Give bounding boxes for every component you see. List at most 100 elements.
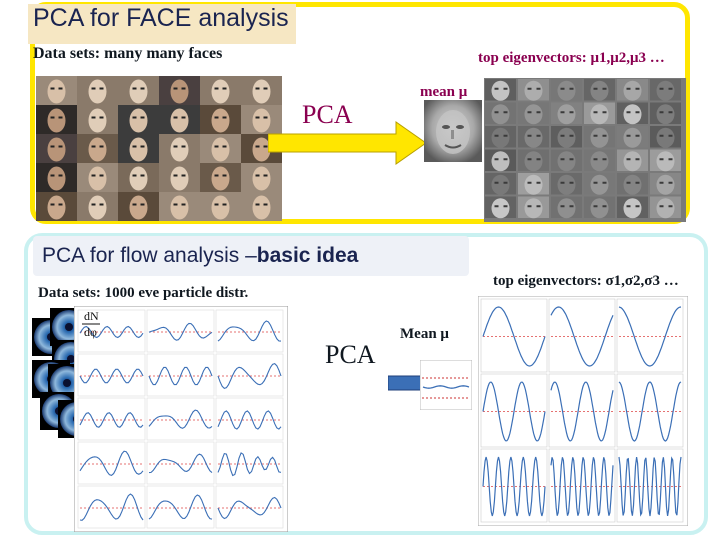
eigenface-shape (524, 174, 543, 195)
face-eye (263, 203, 268, 206)
face-shape (170, 195, 189, 220)
title-box (28, 4, 296, 44)
eigenface-eye (569, 87, 574, 90)
distribution-cell (215, 441, 284, 485)
face-top-eigenvectors-label: top eigenvectors: μ1,μ2,μ3 … (478, 50, 665, 66)
eigenface-eye (635, 87, 640, 90)
face-eye (132, 116, 137, 119)
event-core (63, 379, 71, 387)
distribution-curve (217, 452, 282, 477)
face-eye (91, 174, 96, 177)
eigenface-eye (494, 205, 499, 208)
face-eye (173, 116, 178, 119)
eigenface-eye (626, 181, 631, 184)
face-shape (47, 79, 66, 104)
eigenface-eye (536, 181, 541, 184)
eigenvector-curve (618, 306, 682, 367)
eigenface-shape (590, 198, 609, 219)
eigenface-shape (590, 151, 609, 172)
face-mean-label: mean μ (420, 84, 468, 100)
face-eye (140, 145, 145, 148)
face-eye (58, 174, 63, 177)
face-eye (50, 116, 55, 119)
face-eye (181, 174, 186, 177)
distribution-curve (217, 362, 282, 390)
eigenface-eye (635, 134, 640, 137)
distribution-curve (148, 453, 213, 474)
face-eye (140, 174, 145, 177)
distribution-curve (79, 412, 144, 428)
distribution-cell (146, 353, 215, 397)
eigenface-eye (668, 181, 673, 184)
eigenface-shape (656, 174, 675, 195)
eigenface-eye (560, 134, 565, 137)
eigenface-eye (626, 134, 631, 137)
eigenface-eye (503, 158, 508, 161)
eigenface-shape (491, 151, 510, 172)
eigenface-eye (536, 158, 541, 161)
eigenface-eye (527, 158, 532, 161)
eigenvector-curve (550, 306, 614, 367)
face-eye (91, 87, 96, 90)
face-eye (50, 87, 55, 90)
distribution-cell (77, 485, 146, 529)
eigenface-shape (623, 80, 642, 101)
face-shape (129, 166, 148, 191)
eigenface-eye (635, 205, 640, 208)
eigenface-eye (569, 111, 574, 114)
eigenface-eye (593, 181, 598, 184)
distribution-curve (79, 493, 144, 521)
flow-title-prefix: PCA for flow analysis – (42, 244, 257, 267)
distribution-curve (79, 325, 144, 339)
face-eye (99, 174, 104, 177)
eigenvector-curve (482, 456, 546, 517)
eigenface-shape (590, 127, 609, 148)
face-shape (129, 195, 148, 220)
eigenface-shape (656, 198, 675, 219)
eigenface-shape (557, 104, 576, 125)
eigenvector-cell (548, 448, 616, 523)
face-shape (170, 108, 189, 133)
eigenvector-cell (616, 298, 684, 373)
face-eye (58, 145, 63, 148)
eigenface-shape (656, 80, 675, 101)
eigenface-eye (503, 205, 508, 208)
face-eye (173, 203, 178, 206)
face-eye (222, 174, 227, 177)
eigenvector-curve (550, 457, 614, 516)
eigenface-eye (560, 181, 565, 184)
face-eye (140, 116, 145, 119)
face-eye (99, 116, 104, 119)
eigenface-eye (659, 181, 664, 184)
eigenface-eye (602, 87, 607, 90)
eigenface-eye (635, 158, 640, 161)
eigenvector-curve (482, 306, 546, 367)
face-shape (170, 79, 189, 104)
eigenface-shape (623, 127, 642, 148)
eigenface-eye (536, 87, 541, 90)
face-eye (255, 203, 260, 206)
face-eye (132, 87, 137, 90)
distribution-cell (77, 397, 146, 441)
face-eye (50, 174, 55, 177)
eigenface-shape (557, 127, 576, 148)
eigenface-shape (491, 198, 510, 219)
face-dataset-mosaic (36, 76, 282, 221)
face-shape (47, 166, 66, 191)
face-eye (222, 203, 227, 206)
face-eye (140, 87, 145, 90)
face-shape (47, 137, 66, 162)
eigenface-eye (668, 158, 673, 161)
face-shape (252, 79, 271, 104)
eigenface-shape (590, 104, 609, 125)
eigenface-eye (668, 134, 673, 137)
eigenface-eye (569, 181, 574, 184)
distribution-cell (215, 353, 284, 397)
face-shape (211, 195, 230, 220)
eigenface-shape (491, 80, 510, 101)
distribution-curve (79, 450, 144, 477)
face-eye (214, 203, 219, 206)
eigenface-shape (623, 174, 642, 195)
eigenface-eye (560, 158, 565, 161)
eigenface-eye (527, 134, 532, 137)
